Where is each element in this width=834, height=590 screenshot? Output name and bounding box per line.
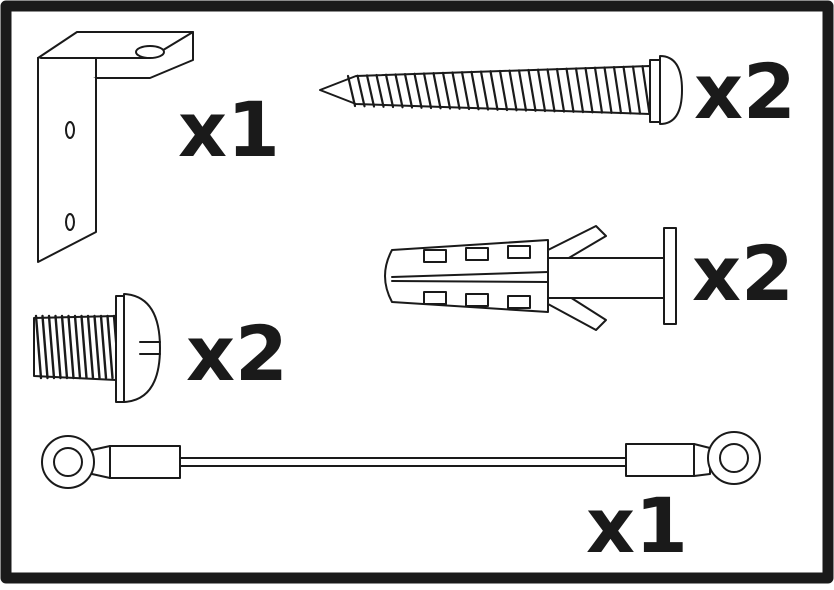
safety-cable-quantity: x1 xyxy=(586,481,688,570)
wall-anchor-quantity: x2 xyxy=(692,229,794,318)
machine-screw-quantity: x2 xyxy=(186,309,288,398)
wood-screw-quantity: x2 xyxy=(694,47,796,136)
l-bracket-quantity: x1 xyxy=(178,85,280,174)
safety-cable-icon xyxy=(41,431,761,489)
wall-anchor-icon xyxy=(384,225,677,331)
l-bracket-icon xyxy=(37,31,194,263)
wood-screw-icon xyxy=(319,55,683,125)
machine-screw-icon xyxy=(33,293,161,403)
